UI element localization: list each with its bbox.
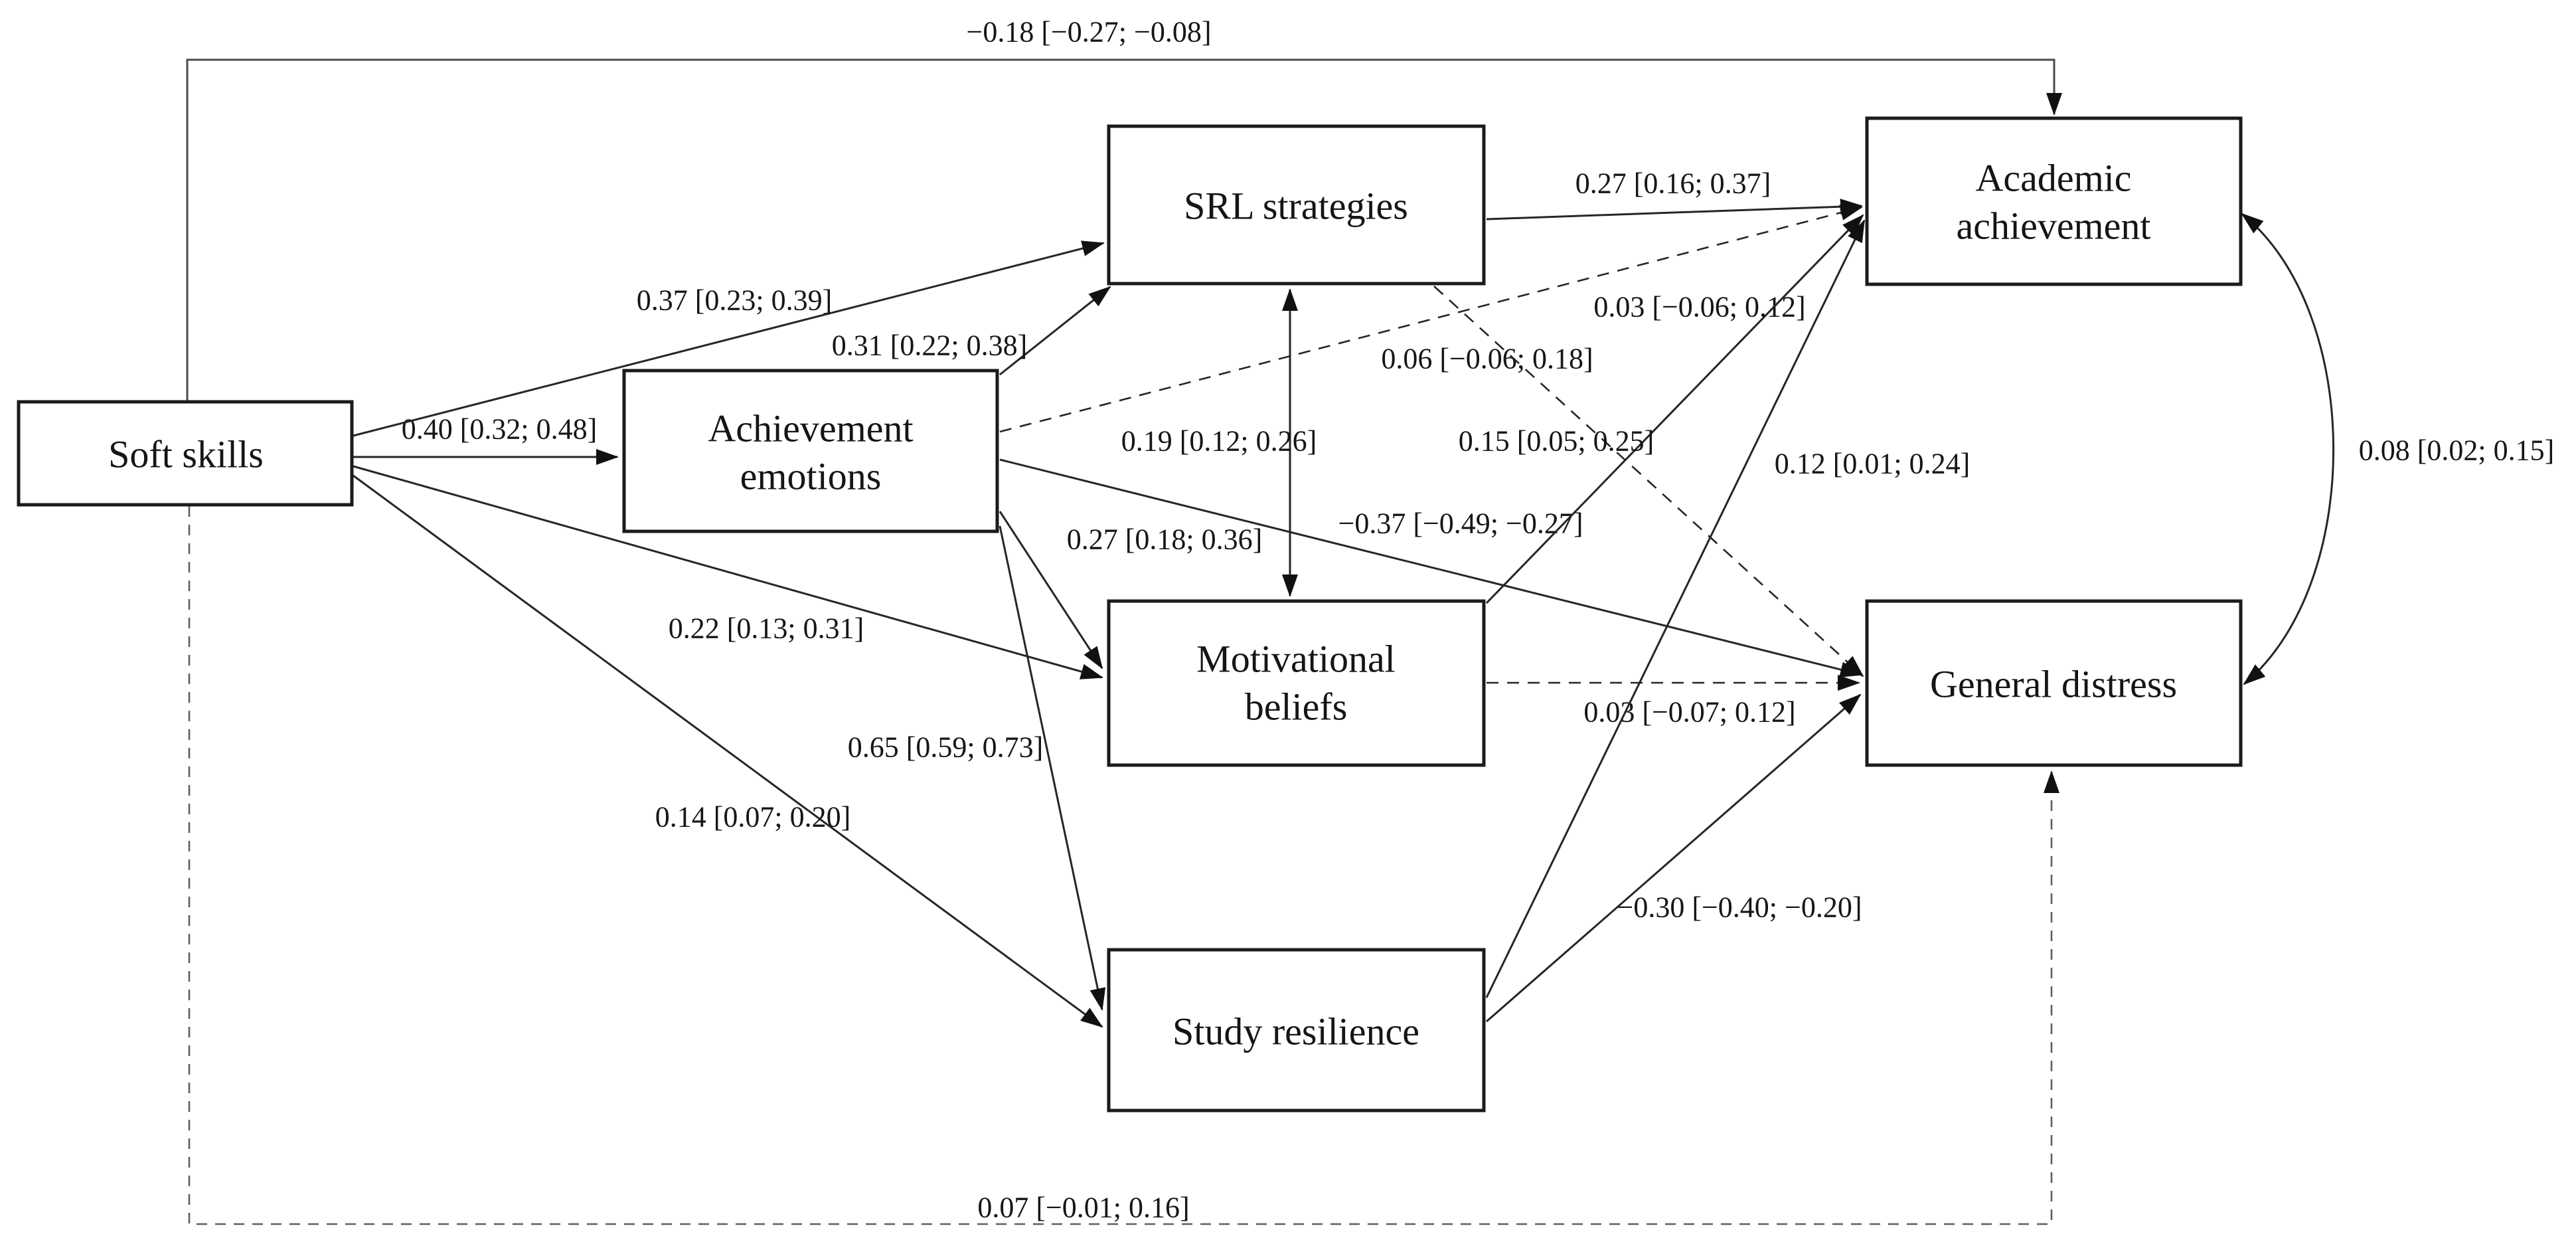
edge-label: 0.19 [0.12; 0.26] [1121,425,1317,458]
edge-srl-strategies-motivational-beliefs-covariance: 0.19 [0.12; 0.26] [1121,288,1317,597]
edge-soft-skills-to-motivational-beliefs: 0.22 [0.13; 0.31] [353,465,1103,679]
edge-label: 0.15 [0.05; 0.25] [1459,425,1654,458]
edge-label: 0.22 [0.13; 0.31] [669,612,864,645]
node-label: Soft skills [108,433,264,476]
edge-label: −0.37 [−0.49; −0.27] [1338,507,1583,540]
node-label-line1: Academic [1975,157,2131,200]
edge-soft-skills-to-study-resilience: 0.14 [0.07; 0.20] [353,474,1103,1028]
edge-achievement-emotions-to-academic-achievement: 0.06 [−0.06; 0.18] [999,205,1863,433]
node-label-line2: achievement [1956,205,2150,248]
edge-achievement-emotions-to-srl-strategies: 0.31 [0.22; 0.38] [832,286,1111,376]
edge-label: 0.31 [0.22; 0.38] [832,329,1028,362]
edge-motivational-beliefs-to-general-distress: 0.03 [−0.07; 0.12] [1487,675,1860,729]
edge-label: 0.65 [0.59; 0.73] [848,731,1044,764]
edge-study-resilience-to-general-distress: −0.30 [−0.40; −0.20] [1486,693,1862,1023]
node-label: General distress [1930,663,2177,706]
edge-srl-strategies-to-general-distress: 0.03 [−0.06; 0.12] [1433,286,1864,677]
edge-academic-achievement-general-distress-covariance: 0.08 [0.02; 0.15] [2241,213,2555,685]
edge-label: 0.14 [0.07; 0.20] [655,801,851,834]
edge-label: 0.08 [0.02; 0.15] [2359,434,2555,467]
edge-soft-skills-to-srl-strategies: 0.37 [0.23; 0.39] [353,240,1105,437]
edge-label: 0.27 [0.18; 0.36] [1067,523,1263,556]
edge-soft-skills-to-academic-achievement: −0.18 [−0.27; −0.08] [186,16,2062,400]
edge-achievement-emotions-to-motivational-beliefs: 0.27 [0.18; 0.36] [999,511,1263,669]
edge-label: 0.27 [0.16; 0.37] [1575,167,1771,200]
edge-label: 0.12 [0.01; 0.24] [1775,448,1971,480]
edge-label: −0.18 [−0.27; −0.08] [967,16,1212,48]
edge-label: −0.30 [−0.40; −0.20] [1617,891,1862,924]
node-label-line2: emotions [740,455,882,498]
node-soft-skills: Soft skills [17,400,354,507]
edge-label: 0.40 [0.32; 0.48] [402,413,598,446]
node-general-distress: General distress [1865,599,2243,767]
edge-study-resilience-to-academic-achievement: 0.12 [0.01; 0.24] [1485,219,1971,998]
node-motivational-beliefs: Motivational beliefs [1107,599,1486,767]
node-label: SRL strategies [1184,185,1408,228]
edge-srl-strategies-to-academic-achievement: 0.27 [0.16; 0.37] [1486,167,1863,221]
node-label-line2: beliefs [1245,685,1348,729]
node-srl-strategies: SRL strategies [1107,124,1486,286]
edge-achievement-emotions-to-study-resilience: 0.65 [0.59; 0.73] [848,525,1106,1011]
edge-soft-skills-to-achievement-emotions: 0.40 [0.32; 0.48] [353,413,619,465]
edge-label: 0.06 [−0.06; 0.18] [1381,343,1593,375]
node-academic-achievement: Academic achievement [1865,116,2243,286]
node-study-resilience: Study resilience [1107,948,1486,1112]
edge-achievement-emotions-to-general-distress: −0.37 [−0.49; −0.27] [999,458,1863,677]
edge-label: 0.07 [−0.01; 0.16] [977,1192,1189,1224]
edge-soft-skills-to-general-distress: 0.07 [−0.01; 0.16] [188,506,2059,1225]
node-label: Study resilience [1172,1010,1419,1053]
edge-label: 0.03 [−0.07; 0.12] [1583,696,1795,729]
edge-motivational-beliefs-to-academic-achievement: 0.15 [0.05; 0.25] [1459,214,1864,604]
node-label-line1: Motivational [1196,638,1396,681]
node-achievement-emotions: Achievement emotions [622,369,999,533]
edge-label: 0.37 [0.23; 0.39] [637,284,833,317]
edge-label: 0.03 [−0.06; 0.12] [1593,291,1805,323]
node-label-line1: Achievement [708,407,913,450]
